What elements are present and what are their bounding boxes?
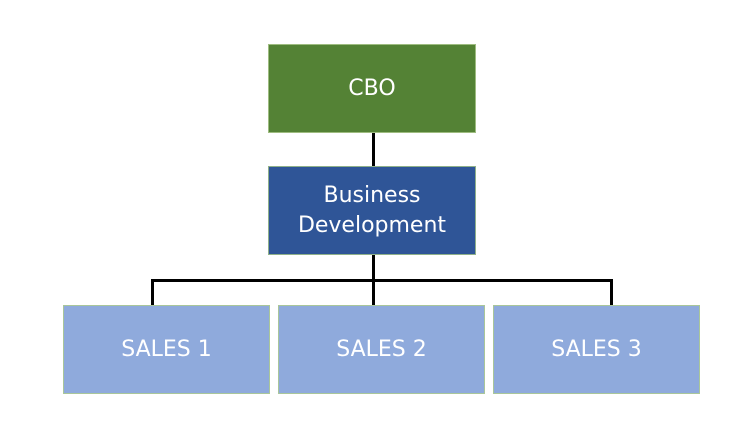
connector-horizontal — [151, 279, 613, 282]
node-sales-1: SALES 1 — [63, 305, 270, 394]
node-cbo-label: CBO — [348, 75, 396, 101]
connector-bd-down — [372, 255, 375, 281]
node-business-development: Business Development — [268, 166, 476, 255]
connector-to-sales-2 — [372, 279, 375, 305]
connector-to-sales-3 — [610, 279, 613, 305]
node-business-development-label: Business Development — [297, 182, 447, 238]
node-sales-2: SALES 2 — [278, 305, 485, 394]
node-cbo: CBO — [268, 44, 476, 133]
node-sales-2-label: SALES 2 — [336, 336, 427, 362]
node-sales-1-label: SALES 1 — [121, 336, 212, 362]
connector-cbo-to-bd — [372, 133, 375, 166]
node-sales-3: SALES 3 — [493, 305, 700, 394]
connector-to-sales-1 — [151, 279, 154, 305]
node-sales-3-label: SALES 3 — [551, 336, 642, 362]
